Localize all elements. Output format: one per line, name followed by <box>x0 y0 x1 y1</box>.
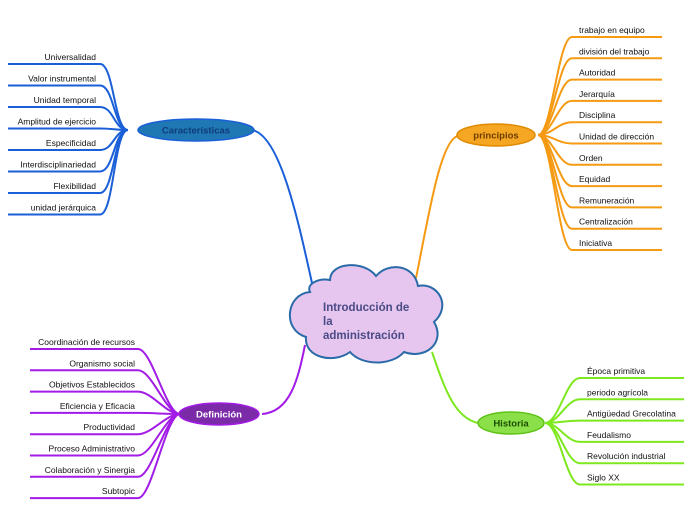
principios-subtopic[interactable]: Centralización <box>579 217 633 227</box>
historia-node-shape <box>477 411 545 435</box>
definicion-subtopic-connector <box>137 348 181 415</box>
caracteristicas-subtopic[interactable]: Unidad temporal <box>34 95 96 105</box>
historia-subtopic-connector <box>544 422 581 486</box>
historia-subtopic[interactable]: Siglo XX <box>587 473 620 483</box>
principios-subtopic[interactable]: Orden <box>579 153 603 163</box>
definicion-subtopic[interactable]: Coordinación de recursos <box>38 337 135 347</box>
central-title-line-3: administración <box>323 330 405 342</box>
definicion-subtopic[interactable]: Objetivos Establecidos <box>49 380 135 390</box>
connector-caracteristicas <box>251 129 313 284</box>
caracteristicas-subtopic[interactable]: Universalidad <box>45 52 97 62</box>
principios-subtopic[interactable]: división del trabajo <box>579 46 650 56</box>
historia-subtopic-connector <box>544 422 581 465</box>
definicion-subtopic[interactable]: Eficiencia y Eficacia <box>60 401 135 411</box>
historia-subtopic[interactable]: Antigüedad Grecolatina <box>587 409 676 419</box>
definicion-subtopic[interactable]: Organismo social <box>69 358 135 368</box>
definicion-node-shape <box>178 402 260 426</box>
definicion-subtopic-connector <box>137 413 181 500</box>
definicion-subtopic[interactable]: Colaboración y Sinergia <box>45 465 136 475</box>
definicion-label: Definición <box>196 410 242 421</box>
main-connectors <box>251 129 479 424</box>
caracteristicas-node-shape <box>137 118 255 142</box>
caracteristicas-subtopic-connector <box>99 129 129 216</box>
caracteristicas-label: Características <box>162 126 230 137</box>
definicion-subtopic[interactable]: Proceso Administrativo <box>49 444 136 454</box>
branch-node-principios[interactable]: principios <box>456 123 536 147</box>
central-title-line-2: la <box>323 316 333 328</box>
principios-subtopic-connector <box>537 36 573 136</box>
caracteristicas-subtopic[interactable]: Interdisciplinariedad <box>20 160 96 170</box>
central-topic[interactable]: Introducción de la administración <box>289 264 444 364</box>
principios-subtopic[interactable]: Remuneración <box>579 195 635 205</box>
caracteristicas-subtopic[interactable]: unidad jerárquica <box>31 203 96 213</box>
principios-subtopic[interactable]: Disciplina <box>579 110 616 120</box>
principios-subtopic[interactable]: Jerarquía <box>579 89 615 99</box>
connector-principios <box>415 135 459 279</box>
principios-subtopics: trabajo en equipo división del trabajoAut… <box>537 25 662 251</box>
historia-label: Historia <box>493 419 529 430</box>
definicion-subtopic-connector <box>137 411 181 415</box>
caracteristicas-subtopic[interactable]: Especificidad <box>46 138 96 148</box>
central-cloud-shape <box>289 264 444 364</box>
principios-subtopic[interactable]: Unidad de dirección <box>579 132 654 142</box>
branch-node-caracteristicas[interactable]: Características <box>137 118 255 142</box>
principios-node-shape <box>456 123 536 147</box>
principios-subtopic-connector <box>537 134 573 251</box>
principios-label: principios <box>473 131 518 142</box>
caracteristicas-subtopic[interactable]: Valor instrumental <box>28 74 96 84</box>
central-title-line-1: Introducción de <box>323 302 409 314</box>
historia-subtopic-connector <box>544 398 581 424</box>
connector-historia <box>431 351 479 424</box>
definicion-subtopic[interactable]: Productividad <box>83 422 135 432</box>
principios-subtopic[interactable]: trabajo en equipo <box>579 25 645 35</box>
principios-subtopic[interactable]: Iniciativa <box>579 238 612 248</box>
caracteristicas-subtopic[interactable]: Amplitud de ejercicio <box>18 117 97 127</box>
principios-subtopic[interactable]: Autoridad <box>579 68 616 78</box>
connector-definicion <box>261 344 306 415</box>
branch-node-historia[interactable]: Historia <box>477 411 545 435</box>
historia-subtopic[interactable]: periodo agrícola <box>587 387 648 397</box>
definicion-subtopic[interactable]: Subtopic <box>102 486 136 496</box>
principios-subtopic[interactable]: Equidad <box>579 174 610 184</box>
historia-subtopic[interactable]: Feudalismo <box>587 430 631 440</box>
branch-node-definicion[interactable]: Definición <box>178 402 260 426</box>
historia-subtopic[interactable]: Época primitiva <box>587 366 645 376</box>
caracteristicas-subtopic[interactable]: Flexibilidad <box>53 181 96 191</box>
historia-subtopic[interactable]: Revolución industrial <box>587 451 666 461</box>
historia-subtopics: Época primitiva periodo agrícolaAntigüeda… <box>544 366 684 486</box>
